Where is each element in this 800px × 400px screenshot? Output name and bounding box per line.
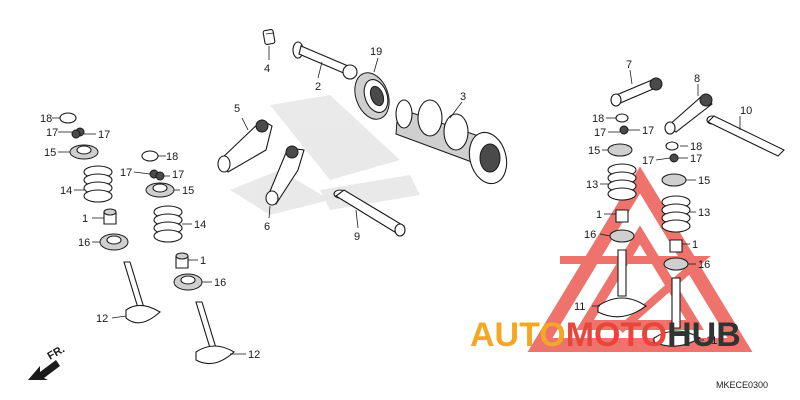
- spring-14-center: [153, 205, 183, 243]
- watermark-text: AUTOMOTOHUB: [470, 316, 741, 355]
- front-marker-label: FR.: [46, 343, 67, 362]
- callout-18-right-b: 18: [690, 141, 702, 153]
- callout-5: 5: [234, 103, 240, 115]
- valve-set-left-a: [59, 112, 161, 324]
- diagram-code: MKECE0300: [716, 380, 769, 390]
- spring-14-left: [83, 165, 113, 203]
- callout-12-center: 12: [248, 349, 260, 361]
- part-7-rocker: [610, 69, 663, 107]
- callout-16-right-a: 16: [584, 229, 596, 241]
- part-10-shaft: [706, 115, 785, 157]
- callout-3: 3: [460, 91, 466, 103]
- callout-17-center-a: 17: [120, 167, 132, 179]
- spring-13-right-b: [661, 195, 691, 233]
- callout-16-center: 16: [214, 277, 226, 289]
- spring-13-right-a: [607, 163, 637, 201]
- callout-10: 10: [740, 105, 752, 117]
- part-2-bolt: [292, 41, 358, 80]
- background-wing-logo: [230, 95, 420, 215]
- callout-19: 19: [370, 46, 382, 58]
- callout-1-left: 1: [82, 213, 88, 225]
- callout-1-center: 1: [200, 255, 206, 267]
- callout-17-right-b1: 17: [642, 155, 654, 167]
- callout-1-right-a: 1: [596, 209, 602, 221]
- callout-9: 9: [354, 231, 360, 243]
- callout-14-center: 14: [194, 219, 206, 231]
- callout-11-right-b: 11: [706, 335, 717, 347]
- callout-13-right-a: 13: [586, 179, 598, 191]
- callout-18-right-a: 18: [592, 113, 604, 125]
- callout-8: 8: [694, 73, 700, 85]
- callout-17-center-b: 17: [172, 169, 184, 181]
- callout-12-left: 12: [96, 313, 108, 325]
- callout-16-right-b: 16: [698, 259, 710, 271]
- callout-2: 2: [315, 81, 321, 93]
- valve-11-right-a: [597, 249, 647, 318]
- valve-set-right-a: [597, 113, 647, 318]
- part-8-rocker: [664, 84, 713, 135]
- callout-14-left: 14: [60, 185, 72, 197]
- callout-17-right-b2: 17: [690, 153, 702, 165]
- callout-15-right-a: 15: [588, 145, 600, 157]
- callout-18-center: 18: [166, 151, 178, 163]
- part-4-pin: [262, 29, 276, 60]
- callout-15-right-b: 15: [698, 175, 710, 187]
- part-3-camshaft: [395, 99, 508, 185]
- callout-11-right-a: 11: [574, 301, 585, 313]
- callout-16-left: 16: [78, 237, 90, 249]
- callout-15-center: 15: [182, 185, 194, 197]
- callout-4: 4: [264, 63, 270, 75]
- watermark-auto: AUTO: [470, 316, 566, 354]
- callout-17-left-b: 17: [98, 129, 110, 141]
- callout-17-left-a: 17: [46, 127, 58, 139]
- valve-11-right-b: [653, 277, 702, 347]
- part-19-bearing: [354, 57, 390, 120]
- valve-12-center: [195, 301, 235, 365]
- callout-13-right-b: 13: [698, 207, 710, 219]
- part-9-rocker-shaft: [333, 189, 406, 237]
- valve-12-left: [123, 261, 161, 324]
- valve-set-right-b: [653, 141, 702, 347]
- part-6-rocker-arm: [265, 145, 305, 219]
- watermark-triangle: [527, 166, 753, 352]
- callout-15-left: 15: [44, 147, 56, 159]
- callout-6: 6: [264, 221, 270, 233]
- part-5-rocker-arm: [217, 117, 273, 173]
- callout-7: 7: [626, 59, 632, 71]
- callout-17-right-a1: 17: [594, 127, 606, 139]
- watermark-hub: HUB: [667, 316, 741, 354]
- callout-1-right-b: 1: [692, 239, 698, 251]
- watermark-moto: MOTO: [565, 316, 668, 354]
- front-arrow-icon: [28, 360, 60, 380]
- callout-18-left: 18: [40, 113, 52, 125]
- valve-set-left-b: [141, 150, 235, 365]
- callout-17-right-a2: 17: [642, 125, 654, 137]
